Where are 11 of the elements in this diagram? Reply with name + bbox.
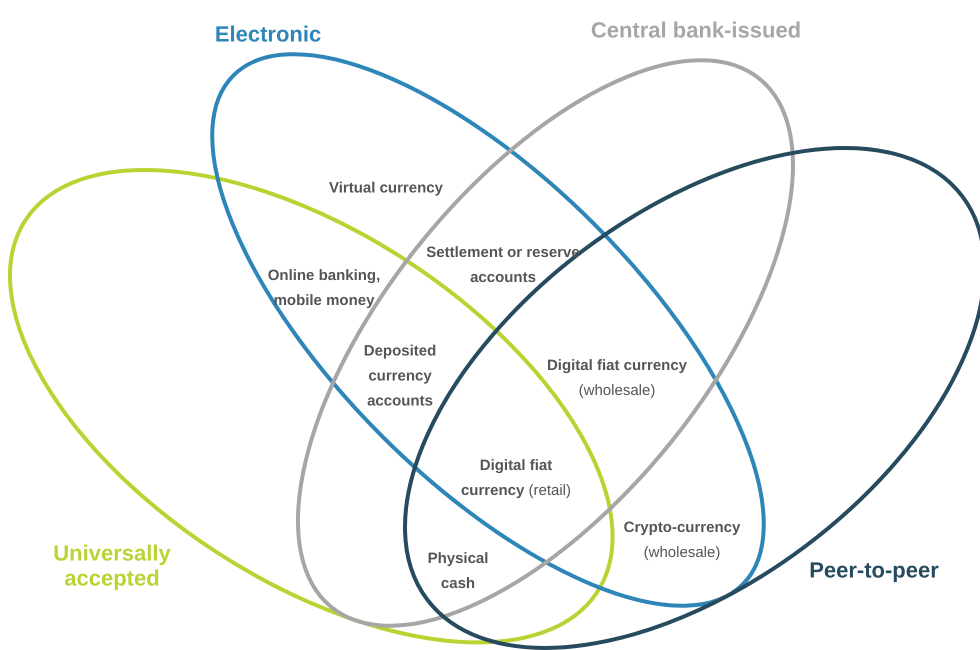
set-heading: Universally accepted (52, 540, 172, 592)
set-heading: Peer-to-peer (808, 557, 940, 583)
region-label: Online banking, mobile money (266, 266, 382, 311)
set-heading: Electronic (214, 21, 322, 47)
region-label: Crypto-currency (wholesale) (622, 518, 742, 563)
region-label: Virtual currency (328, 178, 444, 198)
region-label: Digital fiat currency (wholesale) (546, 356, 688, 401)
region-label: Physical cash (426, 549, 490, 594)
region-label: Digital fiat currency (retail) (460, 456, 572, 501)
region-label: Deposited currency accounts (362, 342, 438, 412)
set-heading: Central bank-issued (590, 17, 802, 43)
